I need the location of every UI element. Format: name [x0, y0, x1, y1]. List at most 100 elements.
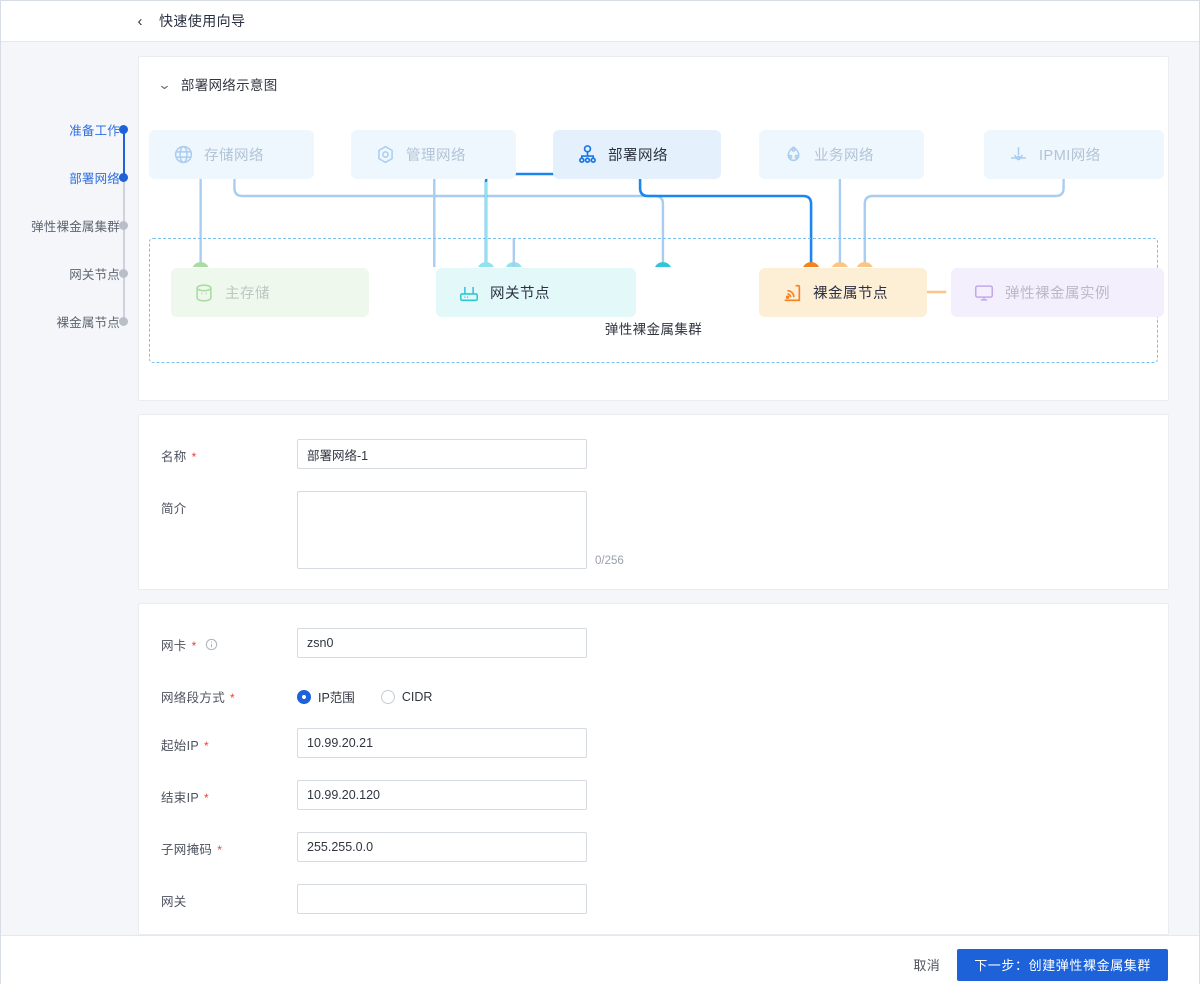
network-config-panel: 网卡 * 网络段方式 * — [138, 603, 1169, 935]
step-connector-line — [122, 273, 125, 321]
step-label: 准备工作 — [69, 123, 120, 138]
start-ip-control — [297, 728, 587, 758]
required-mark: * — [204, 790, 209, 805]
required-mark: * — [204, 738, 209, 753]
database-icon — [193, 282, 215, 304]
next-step-button[interactable]: 下一步：创建弹性裸金属集群 — [957, 948, 1168, 981]
segment-mode-label-text: 网络段方式 — [161, 691, 226, 705]
step-dot — [119, 316, 128, 326]
required-mark: * — [191, 638, 197, 653]
sidebar-item-deploy-network[interactable]: 部署网络 — [1, 153, 132, 225]
network-card-management[interactable]: 管理网络 — [351, 130, 516, 179]
main-content: ⌄ 部署网络示意图 — [132, 42, 1199, 935]
step-dot — [119, 220, 128, 230]
step-dot — [119, 172, 128, 182]
description-label-text: 简介 — [161, 502, 187, 516]
name-label: 名称 * — [139, 439, 297, 465]
sidebar-item-gateway-node[interactable]: 网关节点 — [1, 249, 132, 321]
wizard-footer: 取消 下一步：创建弹性裸金属集群 — [1, 935, 1199, 984]
step-connector-line — [122, 129, 125, 177]
radio-label: IP范围 — [318, 691, 355, 705]
network-card-deploy[interactable]: 部署网络 — [553, 130, 721, 179]
nic-control — [297, 628, 587, 658]
diagram-header[interactable]: ⌄ 部署网络示意图 — [139, 57, 1168, 94]
name-control — [297, 439, 587, 469]
network-diagram-panel: ⌄ 部署网络示意图 — [138, 56, 1169, 401]
resource-card-label: 弹性裸金属实例 — [1005, 286, 1110, 302]
nic-label: 网卡 * — [139, 628, 297, 654]
diagram-title: 部署网络示意图 — [180, 78, 278, 93]
globe-icon — [173, 144, 194, 165]
radio-label: CIDR — [401, 689, 433, 704]
page-body: 准备工作 部署网络 弹性裸金属集群 网关节点 裸金属节点 — [1, 42, 1199, 935]
netmask-label: 子网掩码 * — [139, 832, 297, 858]
resource-card-primary-storage[interactable]: 主存储 — [171, 268, 369, 317]
sidebar-item-baremetal-node[interactable]: 裸金属节点 — [1, 297, 132, 345]
monitor-icon — [973, 282, 995, 304]
info-circle-icon[interactable] — [205, 638, 218, 651]
netmask-input[interactable] — [297, 832, 587, 862]
end-ip-label: 结束IP * — [139, 780, 297, 806]
ipmi-port-icon — [1008, 144, 1029, 165]
signal-rack-icon — [781, 282, 803, 304]
diagram-canvas: 弹性裸金属集群 存储网络 — [139, 98, 1168, 380]
name-label-text: 名称 — [161, 450, 187, 464]
chevron-down-icon[interactable]: ⌄ — [157, 76, 172, 92]
cloud-node-icon — [783, 144, 804, 165]
name-input[interactable] — [297, 439, 587, 469]
sidebar-item-baremetal-cluster[interactable]: 弹性裸金属集群 — [1, 201, 132, 273]
radio-mark — [297, 689, 311, 704]
end-ip-label-text: 结束IP — [161, 791, 200, 805]
network-card-label: 部署网络 — [608, 148, 668, 164]
radio-cidr[interactable]: CIDR — [380, 689, 433, 704]
network-card-label: 业务网络 — [814, 148, 874, 164]
router-icon — [458, 282, 480, 304]
sidebar-item-preparation[interactable]: 准备工作 — [1, 105, 132, 177]
radio-ip-range[interactable]: IP范围 — [297, 687, 355, 706]
cancel-button[interactable]: 取消 — [913, 955, 940, 974]
network-card-label: IPMI网络 — [1039, 148, 1101, 164]
required-mark: * — [191, 449, 197, 464]
form-row-nic: 网卡 * — [139, 628, 1168, 658]
gateway-label-text: 网关 — [161, 895, 187, 909]
wizard-steps: 准备工作 部署网络 弹性裸金属集群 网关节点 裸金属节点 — [1, 42, 132, 935]
start-ip-label-text: 起始IP — [161, 739, 200, 753]
page-header: ‹ 快速使用向导 — [1, 1, 1199, 42]
resource-card-gateway-node[interactable]: 网关节点 — [436, 268, 636, 317]
end-ip-input[interactable] — [297, 780, 587, 810]
step-dot — [119, 124, 128, 134]
gateway-control — [297, 884, 587, 914]
form-row-gateway: 网关 — [139, 884, 1168, 914]
description-textarea[interactable] — [297, 491, 587, 569]
start-ip-label: 起始IP * — [139, 728, 297, 754]
form-row-end-ip: 结束IP * — [139, 780, 1168, 810]
step-label: 裸金属节点 — [56, 315, 120, 330]
form-row-netmask: 子网掩码 * — [139, 832, 1168, 862]
chevron-left-icon[interactable]: ‹ — [137, 12, 143, 30]
network-card-ipmi[interactable]: IPMI网络 — [984, 130, 1164, 179]
gateway-input[interactable] — [297, 884, 587, 914]
description-control: 0/256 — [297, 491, 624, 569]
resource-card-label: 网关节点 — [490, 286, 550, 302]
nic-input[interactable] — [297, 628, 587, 658]
cluster-label: 弹性裸金属集群 — [604, 322, 703, 337]
start-ip-input[interactable] — [297, 728, 587, 758]
required-mark: * — [217, 842, 223, 857]
page-title: 快速使用向导 — [159, 13, 246, 29]
network-card-storage[interactable]: 存储网络 — [149, 130, 314, 179]
network-card-business[interactable]: 业务网络 — [759, 130, 924, 179]
resource-card-elastic-baremetal-instance[interactable]: 弹性裸金属实例 — [951, 268, 1164, 317]
resource-card-label: 主存储 — [225, 286, 270, 302]
basic-info-panel: 名称 * 简介 0/256 — [138, 414, 1169, 590]
resource-card-label: 裸金属节点 — [813, 286, 888, 302]
char-counter: 0/256 — [595, 555, 624, 567]
required-mark: * — [230, 690, 235, 705]
network-card-label: 存储网络 — [204, 148, 264, 164]
resource-card-baremetal-node[interactable]: 裸金属节点 — [759, 268, 927, 317]
hexagon-target-icon — [375, 144, 396, 165]
step-label: 部署网络 — [69, 171, 120, 186]
sitemap-icon — [577, 144, 598, 165]
step-label: 弹性裸金属集群 — [31, 219, 120, 234]
form-row-name: 名称 * — [139, 439, 1168, 469]
